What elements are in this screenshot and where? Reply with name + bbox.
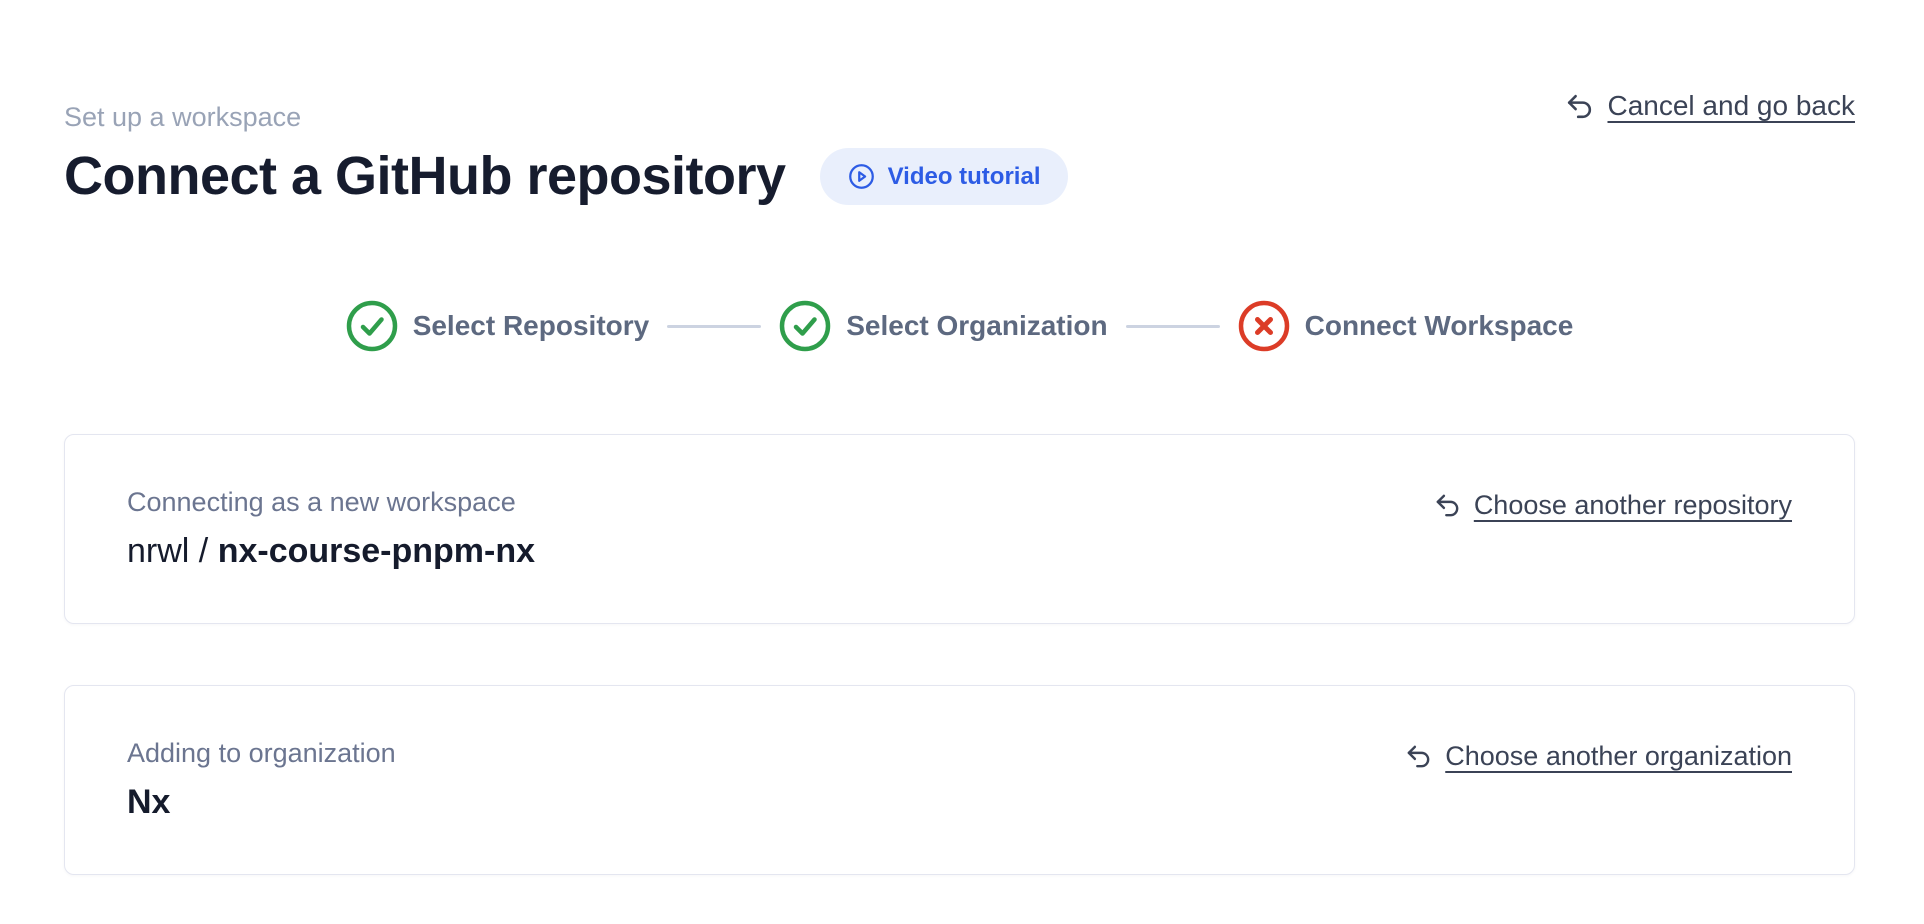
repository-repo: nx-course-pnpm-nx [217, 532, 536, 570]
setup-stepper: Select Repository Select Organization Co… [64, 300, 1855, 352]
step-label: Select Repository [412, 310, 650, 341]
page-title: Connect a GitHub repository [64, 146, 786, 206]
step-select-organization: Select Organization [779, 300, 1108, 352]
undo-arrow-icon [1404, 742, 1433, 771]
eyebrow: Set up a workspace [64, 102, 302, 132]
organization-card-label: Adding to organization [127, 738, 396, 768]
repository-card-content: Connecting as a new workspace nrwl / nx-… [127, 485, 535, 573]
cancel-link-label: Cancel and go back [1607, 90, 1855, 121]
choose-another-repository-link[interactable]: Choose another repository [1433, 487, 1792, 523]
organization-card: Adding to organization Nx Choose another… [64, 685, 1855, 875]
repository-owner: nrwl / [127, 532, 218, 570]
step-select-repository: Select Repository [346, 300, 650, 352]
title-row: Connect a GitHub repository Video tutori… [64, 147, 1855, 206]
step-connector [667, 324, 762, 328]
choose-another-organization-link[interactable]: Choose another organization [1404, 738, 1792, 774]
circle-play-icon [848, 163, 875, 190]
choose-another-organization-label: Choose another organization [1445, 741, 1792, 771]
repository-card: Connecting as a new workspace nrwl / nx-… [64, 434, 1855, 624]
organization-name: Nx [127, 783, 171, 821]
video-tutorial-button[interactable]: Video tutorial [819, 148, 1069, 205]
undo-arrow-icon [1433, 491, 1462, 520]
cancel-and-go-back-link[interactable]: Cancel and go back [1564, 88, 1855, 124]
undo-arrow-icon [1564, 91, 1595, 122]
step-label: Connect Workspace [1304, 310, 1574, 341]
check-circle-icon [346, 300, 398, 352]
step-connector [1125, 324, 1220, 328]
organization-card-content: Adding to organization Nx [127, 736, 396, 824]
check-circle-icon [779, 300, 831, 352]
video-tutorial-label: Video tutorial [887, 162, 1041, 190]
page-header: Set up a workspace Connect a GitHub repo… [64, 0, 1855, 206]
x-circle-icon [1238, 300, 1290, 352]
step-label: Select Organization [846, 310, 1108, 341]
choose-another-repository-label: Choose another repository [1473, 490, 1792, 520]
repository-card-label: Connecting as a new workspace [127, 487, 516, 517]
repository-name: nrwl / nx-course-pnpm-nx [127, 529, 535, 573]
step-connect-workspace: Connect Workspace [1238, 300, 1574, 352]
